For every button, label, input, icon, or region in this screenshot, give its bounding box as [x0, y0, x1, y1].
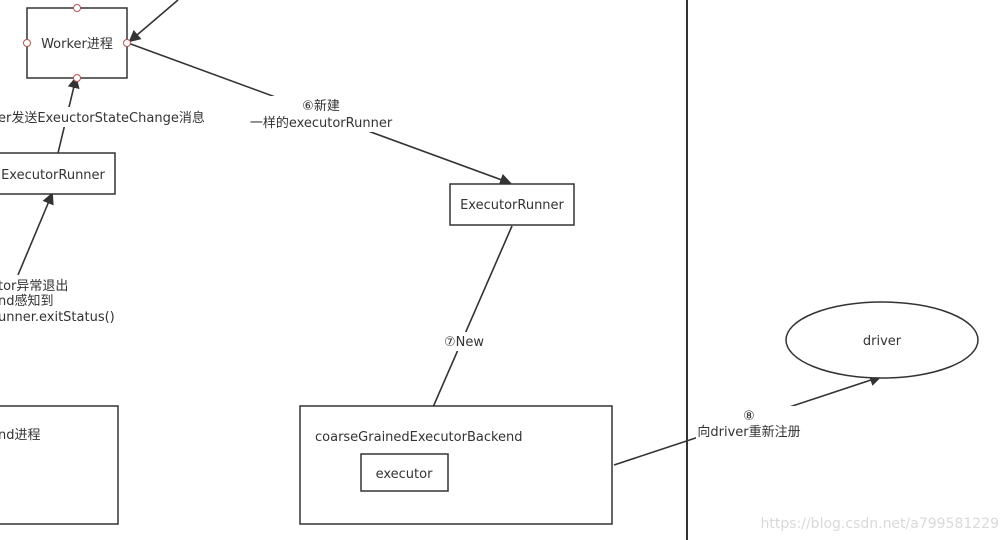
worker-process-node — [26, 7, 128, 79]
reregister-line-1: ⑧ — [743, 409, 755, 424]
worker-port-bottom — [73, 74, 81, 82]
state-change-label-bg — [0, 107, 196, 127]
abnormal-exit-label-bg — [0, 276, 110, 324]
reregister-label-bg — [696, 406, 804, 442]
executor-runner-left-node — [0, 152, 116, 195]
watermark-url: https://blog.csdn.net/a799581229 — [760, 516, 1000, 532]
driver-node — [785, 301, 979, 379]
new-executor-label-bg — [440, 332, 488, 351]
new-runner-label-bg — [250, 96, 392, 132]
worker-port-left — [23, 39, 31, 47]
worker-port-right — [123, 39, 131, 47]
new-runner-line-1: ⑥新建 — [302, 98, 340, 114]
edge-exit-to-runner — [17, 192, 54, 276]
abnormal-exit-line-3: unner.exitStatus() — [0, 310, 115, 325]
coarse-grained-executor-backend-label: coarseGrainedExecutorBackend — [315, 430, 523, 445]
executor-runner-right-label: ExecutorRunner — [460, 198, 564, 213]
executor-node — [360, 453, 449, 492]
executor-runner-left-label: ExecutorRunner — [1, 168, 105, 183]
worker-port-top — [73, 4, 81, 12]
executor-runner-right-node — [449, 183, 575, 226]
worker-process-label: Worker进程 — [41, 37, 113, 52]
driver-label: driver — [863, 334, 902, 349]
new-executor-label: ⑦New — [444, 335, 484, 350]
reregister-line-2: 向driver重新注册 — [697, 424, 800, 440]
state-change-label: er发送ExeuctorStateChange消息 — [0, 110, 205, 126]
left-backend-process-node — [0, 405, 119, 525]
abnormal-exit-line-2: nd感知到 — [0, 293, 54, 309]
coarse-grained-executor-backend-node — [299, 405, 613, 525]
executor-label: executor — [376, 467, 433, 482]
edge-into-worker — [128, 0, 179, 43]
new-runner-line-2: 一样的executorRunner — [250, 115, 393, 131]
left-backend-process-label: nd进程 — [0, 428, 41, 443]
abnormal-exit-line-1: tor异常退出 — [0, 279, 68, 294]
